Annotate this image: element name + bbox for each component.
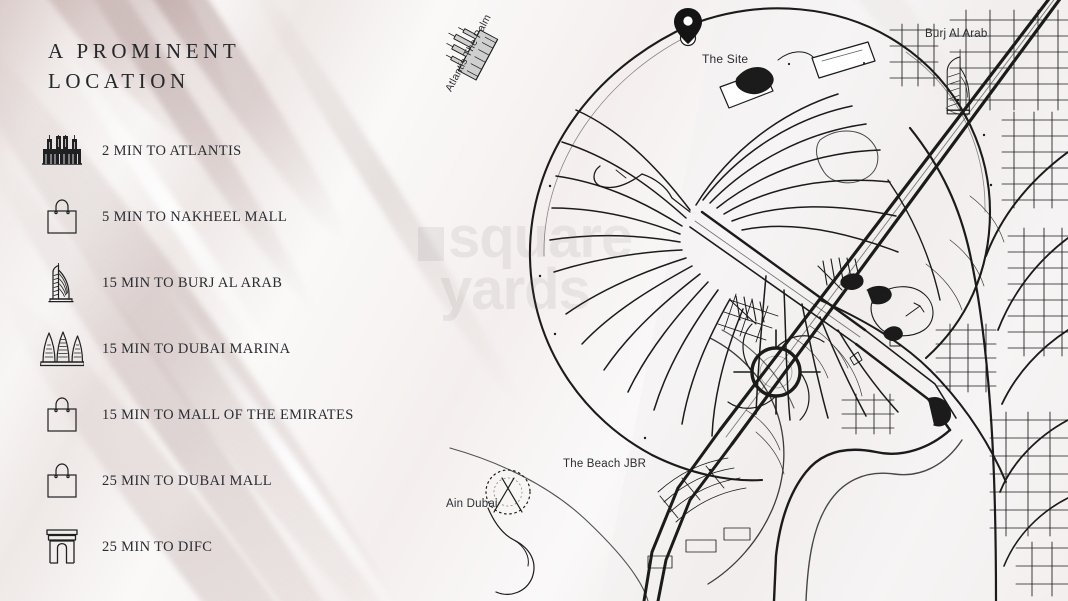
page-title-line2: LOCATION [48,69,190,93]
poi-label: 15 MIN TO DUBAI MARINA [102,340,291,357]
shopping-bag-icon [36,463,88,499]
atlantis-hotel-icon [36,135,88,167]
map-svg [445,0,1068,601]
poi-label: 25 MIN TO DUBAI MALL [102,472,272,489]
info-panel: A PROMINENT LOCATION [0,0,400,601]
difc-gate-icon [36,528,88,566]
poi-item-mall-of-the-emirates: 15 MIN TO MALL OF THE EMIRATES [0,382,400,448]
poi-item-dubai-marina: 15 MIN TO DUBAI MARINA [0,316,400,382]
map-label-ain-dubai: Ain Dubai [446,498,498,510]
location-map [390,0,1068,601]
poi-item-difc: 25 MIN TO DIFC [0,514,400,580]
poi-list: 2 MIN TO ATLANTIS 5 MIN TO NAKHEEL MALL [0,118,400,580]
burj-al-arab-icon [36,263,88,303]
poi-label: 25 MIN TO DIFC [102,538,213,555]
map-label-the-beach-jbr: The Beach JBR [563,458,647,470]
page-title: A PROMINENT LOCATION [48,36,240,96]
poi-label: 5 MIN TO NAKHEEL MALL [102,208,288,225]
poi-item-burj-al-arab: 15 MIN TO BURJ AL ARAB [0,250,400,316]
poi-item-atlantis: 2 MIN TO ATLANTIS [0,118,400,184]
poi-label: 15 MIN TO MALL OF THE EMIRATES [102,406,354,423]
poi-item-nakheel-mall: 5 MIN TO NAKHEEL MALL [0,184,400,250]
shopping-bag-icon [36,397,88,433]
page-title-line1: A PROMINENT [48,39,241,63]
map-label-the-site: The Site [702,52,749,66]
poi-label: 2 MIN TO ATLANTIS [102,142,242,159]
poi-label: 15 MIN TO BURJ AL ARAB [102,274,283,291]
map-label-burj-al-arab: Burj Al Arab [925,28,988,40]
dubai-marina-icon [36,330,88,368]
shopping-bag-icon [36,199,88,235]
poi-item-dubai-mall: 25 MIN TO DUBAI MALL [0,448,400,514]
